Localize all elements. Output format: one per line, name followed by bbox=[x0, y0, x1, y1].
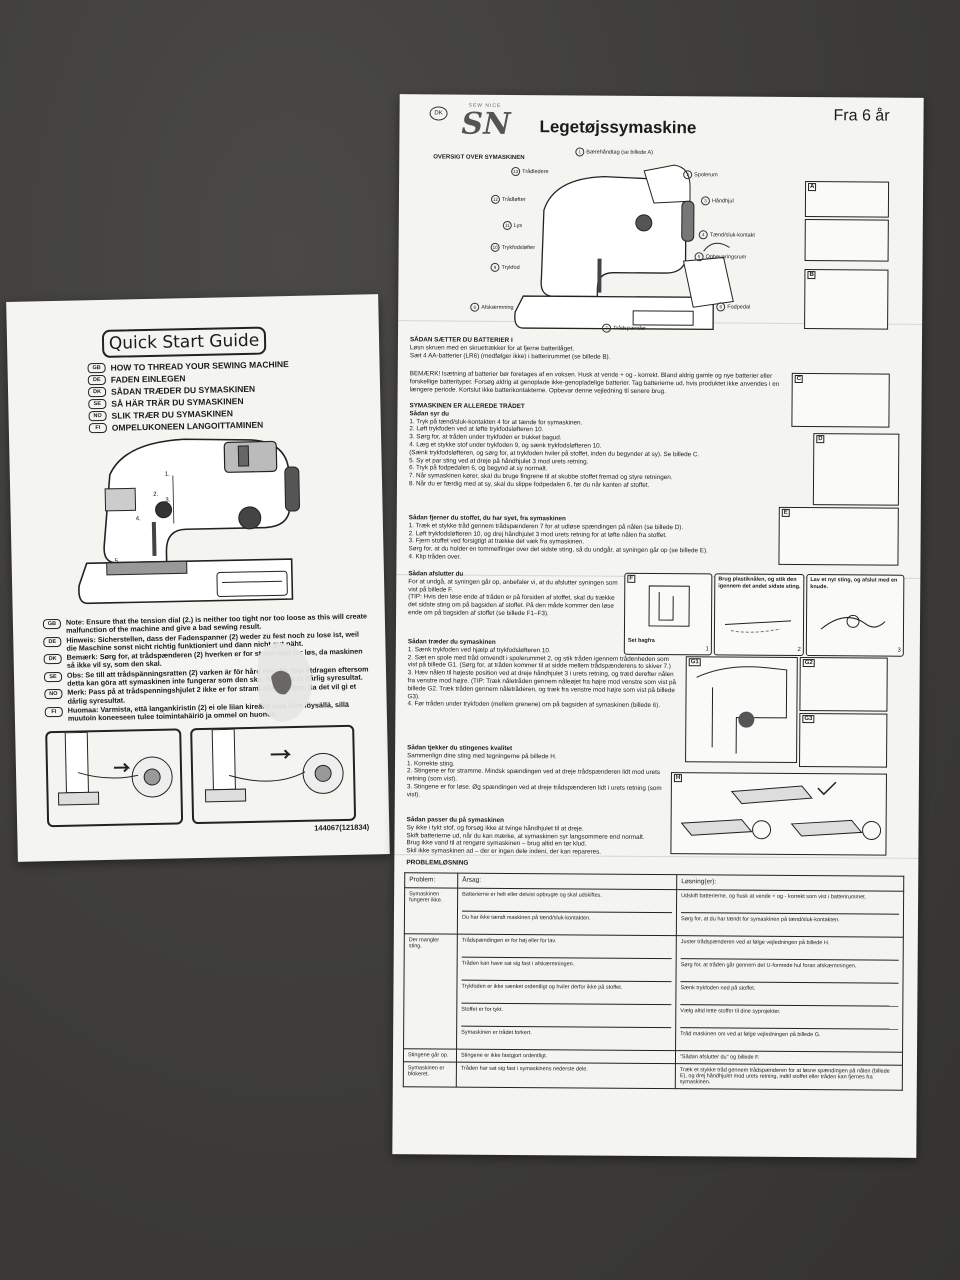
threading-step-panel bbox=[190, 724, 357, 825]
product-code: 144067(121834) bbox=[314, 822, 370, 833]
picture-g2: G2 bbox=[799, 656, 888, 712]
svg-text:3.: 3. bbox=[165, 498, 170, 504]
svg-text:2.: 2. bbox=[153, 492, 158, 498]
table-row: Symaskinen fungerer ikke. Batterierne er… bbox=[404, 887, 904, 938]
age-label: Fra 6 år bbox=[833, 107, 890, 125]
torn-paper-spot bbox=[257, 642, 312, 722]
sewing-machine-illustration: 1. 2. 3. 4. 5. bbox=[78, 438, 301, 605]
section-already-threaded: SYMASKINEN ER ALLEREDE TRÅDET Sådan syr … bbox=[408, 402, 700, 489]
troubleshooting-heading: PROBLEMLØSNING bbox=[406, 859, 469, 867]
picture-a: A bbox=[804, 181, 890, 218]
machine-overview-illustration bbox=[514, 164, 734, 331]
section-batteries: SÅDAN SÆTTER DU BATTERIER I Løsn skruen … bbox=[409, 336, 611, 361]
brand-logo: SN bbox=[461, 106, 511, 142]
picture-f2: Brug plastiknålen, og stik den igennem d… bbox=[713, 573, 805, 657]
picture-g1: G1 bbox=[685, 656, 798, 763]
svg-text:4.: 4. bbox=[136, 516, 141, 522]
manual-sheet: DK SEW NICE SN Legetøjssymaskine Fra 6 å… bbox=[392, 94, 924, 1158]
quick-start-title: Quick Start Guide bbox=[101, 326, 267, 358]
picture-c: C bbox=[791, 372, 890, 428]
picture-f1: F Set bagfra 1 bbox=[623, 572, 713, 656]
threading-step-panel bbox=[45, 728, 184, 828]
picture-e: E bbox=[778, 506, 899, 566]
svg-text:1.: 1. bbox=[165, 472, 170, 478]
section-remove-fabric: Sådan fjerner du stoffet, du har syet, f… bbox=[408, 514, 708, 561]
picture-f3: Lav et nyt sting, og afslut med en knude… bbox=[805, 574, 905, 657]
section-warning: BEMÆRK! Isætning af batterier bør foreta… bbox=[409, 370, 780, 395]
presser-foot-illustration bbox=[57, 731, 173, 806]
section-finish: Sådan afslutter du For at undgå, at syni… bbox=[408, 570, 618, 618]
language-badge: DK bbox=[429, 106, 448, 121]
table-row: Der mangler sting. Trådspændingen er for… bbox=[403, 933, 904, 1053]
picture-h: H bbox=[670, 772, 887, 856]
threading-path-illustration bbox=[696, 666, 788, 754]
section-stitch-quality: Sådan tjekker du stingenes kvalitet Samm… bbox=[406, 744, 662, 799]
picture-b: B bbox=[804, 269, 889, 330]
picture-d: D bbox=[812, 433, 900, 506]
knot-icon bbox=[820, 614, 886, 630]
fabric-back-icon bbox=[648, 585, 690, 627]
troubleshooting-table: Problem: Årsag: Løsning(er): Symaskinen … bbox=[403, 872, 904, 1091]
svg-text:5.: 5. bbox=[115, 559, 120, 565]
needle-through-stitch-icon bbox=[724, 620, 792, 633]
manual-title: Legetøjssymaskine bbox=[539, 117, 697, 138]
picture-g3: G3 bbox=[799, 712, 888, 768]
presser-foot-illustration bbox=[204, 728, 344, 803]
table-row: Symaskinen er blokeret. Tråden har sat s… bbox=[403, 1061, 903, 1091]
stitch-comparison-illustration bbox=[680, 781, 882, 840]
section-care: Sådan passer du på symaskinen Sy ikke i … bbox=[406, 816, 645, 856]
section-threading: Sådan træder du symaskinen 1. Sænk trykf… bbox=[407, 638, 677, 710]
picture-a-detail bbox=[804, 219, 889, 262]
